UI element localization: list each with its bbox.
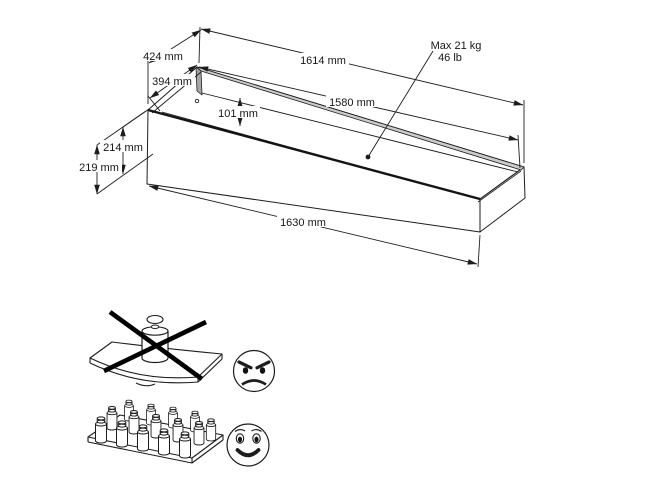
prohibited-cross-icon [103,310,207,381]
incorrect-usage-pictogram [89,310,276,393]
sag-stress-mark [135,382,156,387]
dim-219-label: 219 mm [79,162,119,174]
mounting-hole [194,98,200,104]
box-right-end-inner-edge [477,170,522,203]
correct-usage-pictogram [87,399,270,467]
ext-line [96,110,147,146]
dimension-label-backgrounds [76,49,378,227]
angry-face-icon [232,349,276,393]
ext-line [198,26,201,64]
dimension-labels: 424 mm 394 mm 1614 mm 1580 mm 101 mm 214… [79,40,481,229]
max-load-label-lb: 46 lb [438,52,462,64]
dim-1630-label: 1630 mm [280,217,326,229]
ext-line [517,134,521,169]
ext-line [477,234,481,268]
box-back-left-endgrain [195,66,203,96]
dim-394-label: 394 mm [152,76,192,88]
happy-face-icon [226,423,270,467]
dim-1614-label: 1614 mm [300,55,346,67]
box-front-face [146,109,481,233]
dim-214-label: 214 mm [103,142,143,154]
max-load-point [365,154,371,160]
dim-424-label: 424 mm [143,51,183,63]
dim-1580-label: 1580 mm [329,97,375,109]
box-top-opening [147,66,525,200]
max-load-leader [367,50,434,158]
box-front-top-edge [147,108,481,201]
max-load-label-kg: Max 21 kg [431,40,482,52]
ext-line [147,95,161,112]
dim-101-label: 101 mm [218,108,258,120]
box-right-end-face [479,166,526,233]
